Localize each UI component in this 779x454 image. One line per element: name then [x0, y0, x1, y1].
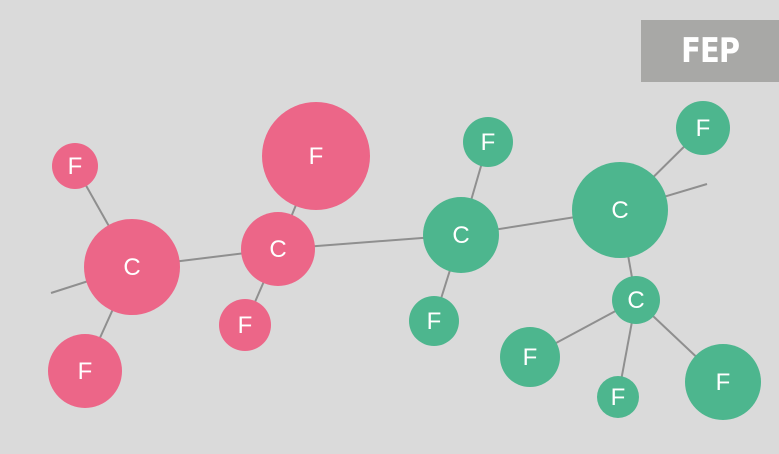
- atom-label: F: [427, 308, 442, 335]
- atom-label: F: [716, 369, 731, 396]
- atom-f: F: [409, 296, 459, 346]
- atom-f: F: [262, 102, 370, 210]
- atom-f: F: [463, 117, 513, 167]
- atom-f: F: [685, 344, 761, 420]
- atom-circle: [409, 296, 459, 346]
- atom-label: F: [523, 344, 538, 371]
- atom-label: C: [123, 254, 140, 281]
- atom-label: F: [696, 115, 711, 142]
- atom-c: C: [423, 197, 499, 273]
- atom-c: C: [84, 219, 180, 315]
- fep-badge: FEP: [641, 20, 779, 82]
- atom-circle: [241, 212, 315, 286]
- atom-f: F: [500, 327, 560, 387]
- atom-f: F: [676, 101, 730, 155]
- atom-circle: [500, 327, 560, 387]
- atom-label: F: [309, 143, 324, 170]
- atom-f: F: [597, 376, 639, 418]
- atom-circle: [572, 162, 668, 258]
- atom-circle: [219, 299, 271, 351]
- atom-label: C: [452, 222, 469, 249]
- atom-f: F: [48, 334, 122, 408]
- atom-label: C: [627, 287, 644, 314]
- atom-label: F: [68, 153, 83, 180]
- atom-circle: [423, 197, 499, 273]
- atom-circle: [463, 117, 513, 167]
- atom-circle: [52, 143, 98, 189]
- atom-circle: [84, 219, 180, 315]
- atom-c: C: [241, 212, 315, 286]
- atom-label: F: [238, 312, 253, 339]
- badge-label: FEP: [680, 31, 740, 71]
- atom-c: C: [612, 276, 660, 324]
- atom-circle: [262, 102, 370, 210]
- atom-f: F: [219, 299, 271, 351]
- atom-f: F: [52, 143, 98, 189]
- atom-label: C: [611, 197, 628, 224]
- atom-label: C: [269, 236, 286, 263]
- atom-circle: [685, 344, 761, 420]
- atom-circle: [612, 276, 660, 324]
- atom-circle: [676, 101, 730, 155]
- atom-label: F: [611, 384, 626, 411]
- atom-label: F: [481, 129, 496, 156]
- atom-c: C: [572, 162, 668, 258]
- atom-label: F: [78, 358, 93, 385]
- atom-circle: [597, 376, 639, 418]
- atom-circle: [48, 334, 122, 408]
